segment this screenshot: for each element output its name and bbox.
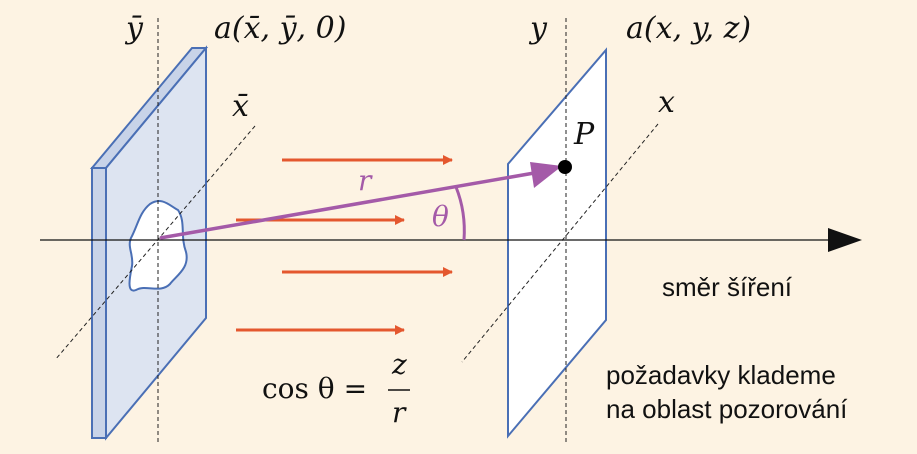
source-x-axis-label: x̄	[232, 89, 249, 124]
obs-field-label: a(x, y, z)	[626, 11, 751, 46]
angle-arc	[454, 186, 466, 241]
distance-label: r	[358, 164, 373, 197]
source-y-axis-label: ȳ	[124, 11, 144, 46]
ray-arrowhead	[530, 162, 562, 188]
propagation-label: směr šíření	[662, 272, 793, 302]
point-label: P	[573, 117, 595, 152]
source-field-label: a(x̄, ȳ, 0)	[214, 11, 346, 46]
formula-lhs: cos θ =	[262, 372, 367, 405]
cosine-formula: cos θ = z r	[262, 348, 410, 429]
wave-arrows	[236, 155, 453, 335]
point-p	[558, 160, 572, 174]
obs-x-axis-label: x	[658, 85, 675, 120]
formula-denominator: r	[392, 396, 407, 429]
obs-y-axis-label: y	[528, 11, 548, 46]
observation-plane	[507, 47, 607, 439]
note-line-1: požadavky klademe	[606, 360, 836, 390]
propagation-arrowhead	[828, 228, 862, 252]
source-x-axis-line	[54, 125, 256, 361]
angle-label: θ	[432, 200, 449, 233]
propagation-axis	[40, 228, 862, 252]
note-line-2: na oblast pozorování	[606, 394, 848, 424]
formula-numerator: z	[391, 348, 407, 381]
obs-x-axis-line	[461, 123, 659, 363]
ray-r	[159, 170, 541, 240]
